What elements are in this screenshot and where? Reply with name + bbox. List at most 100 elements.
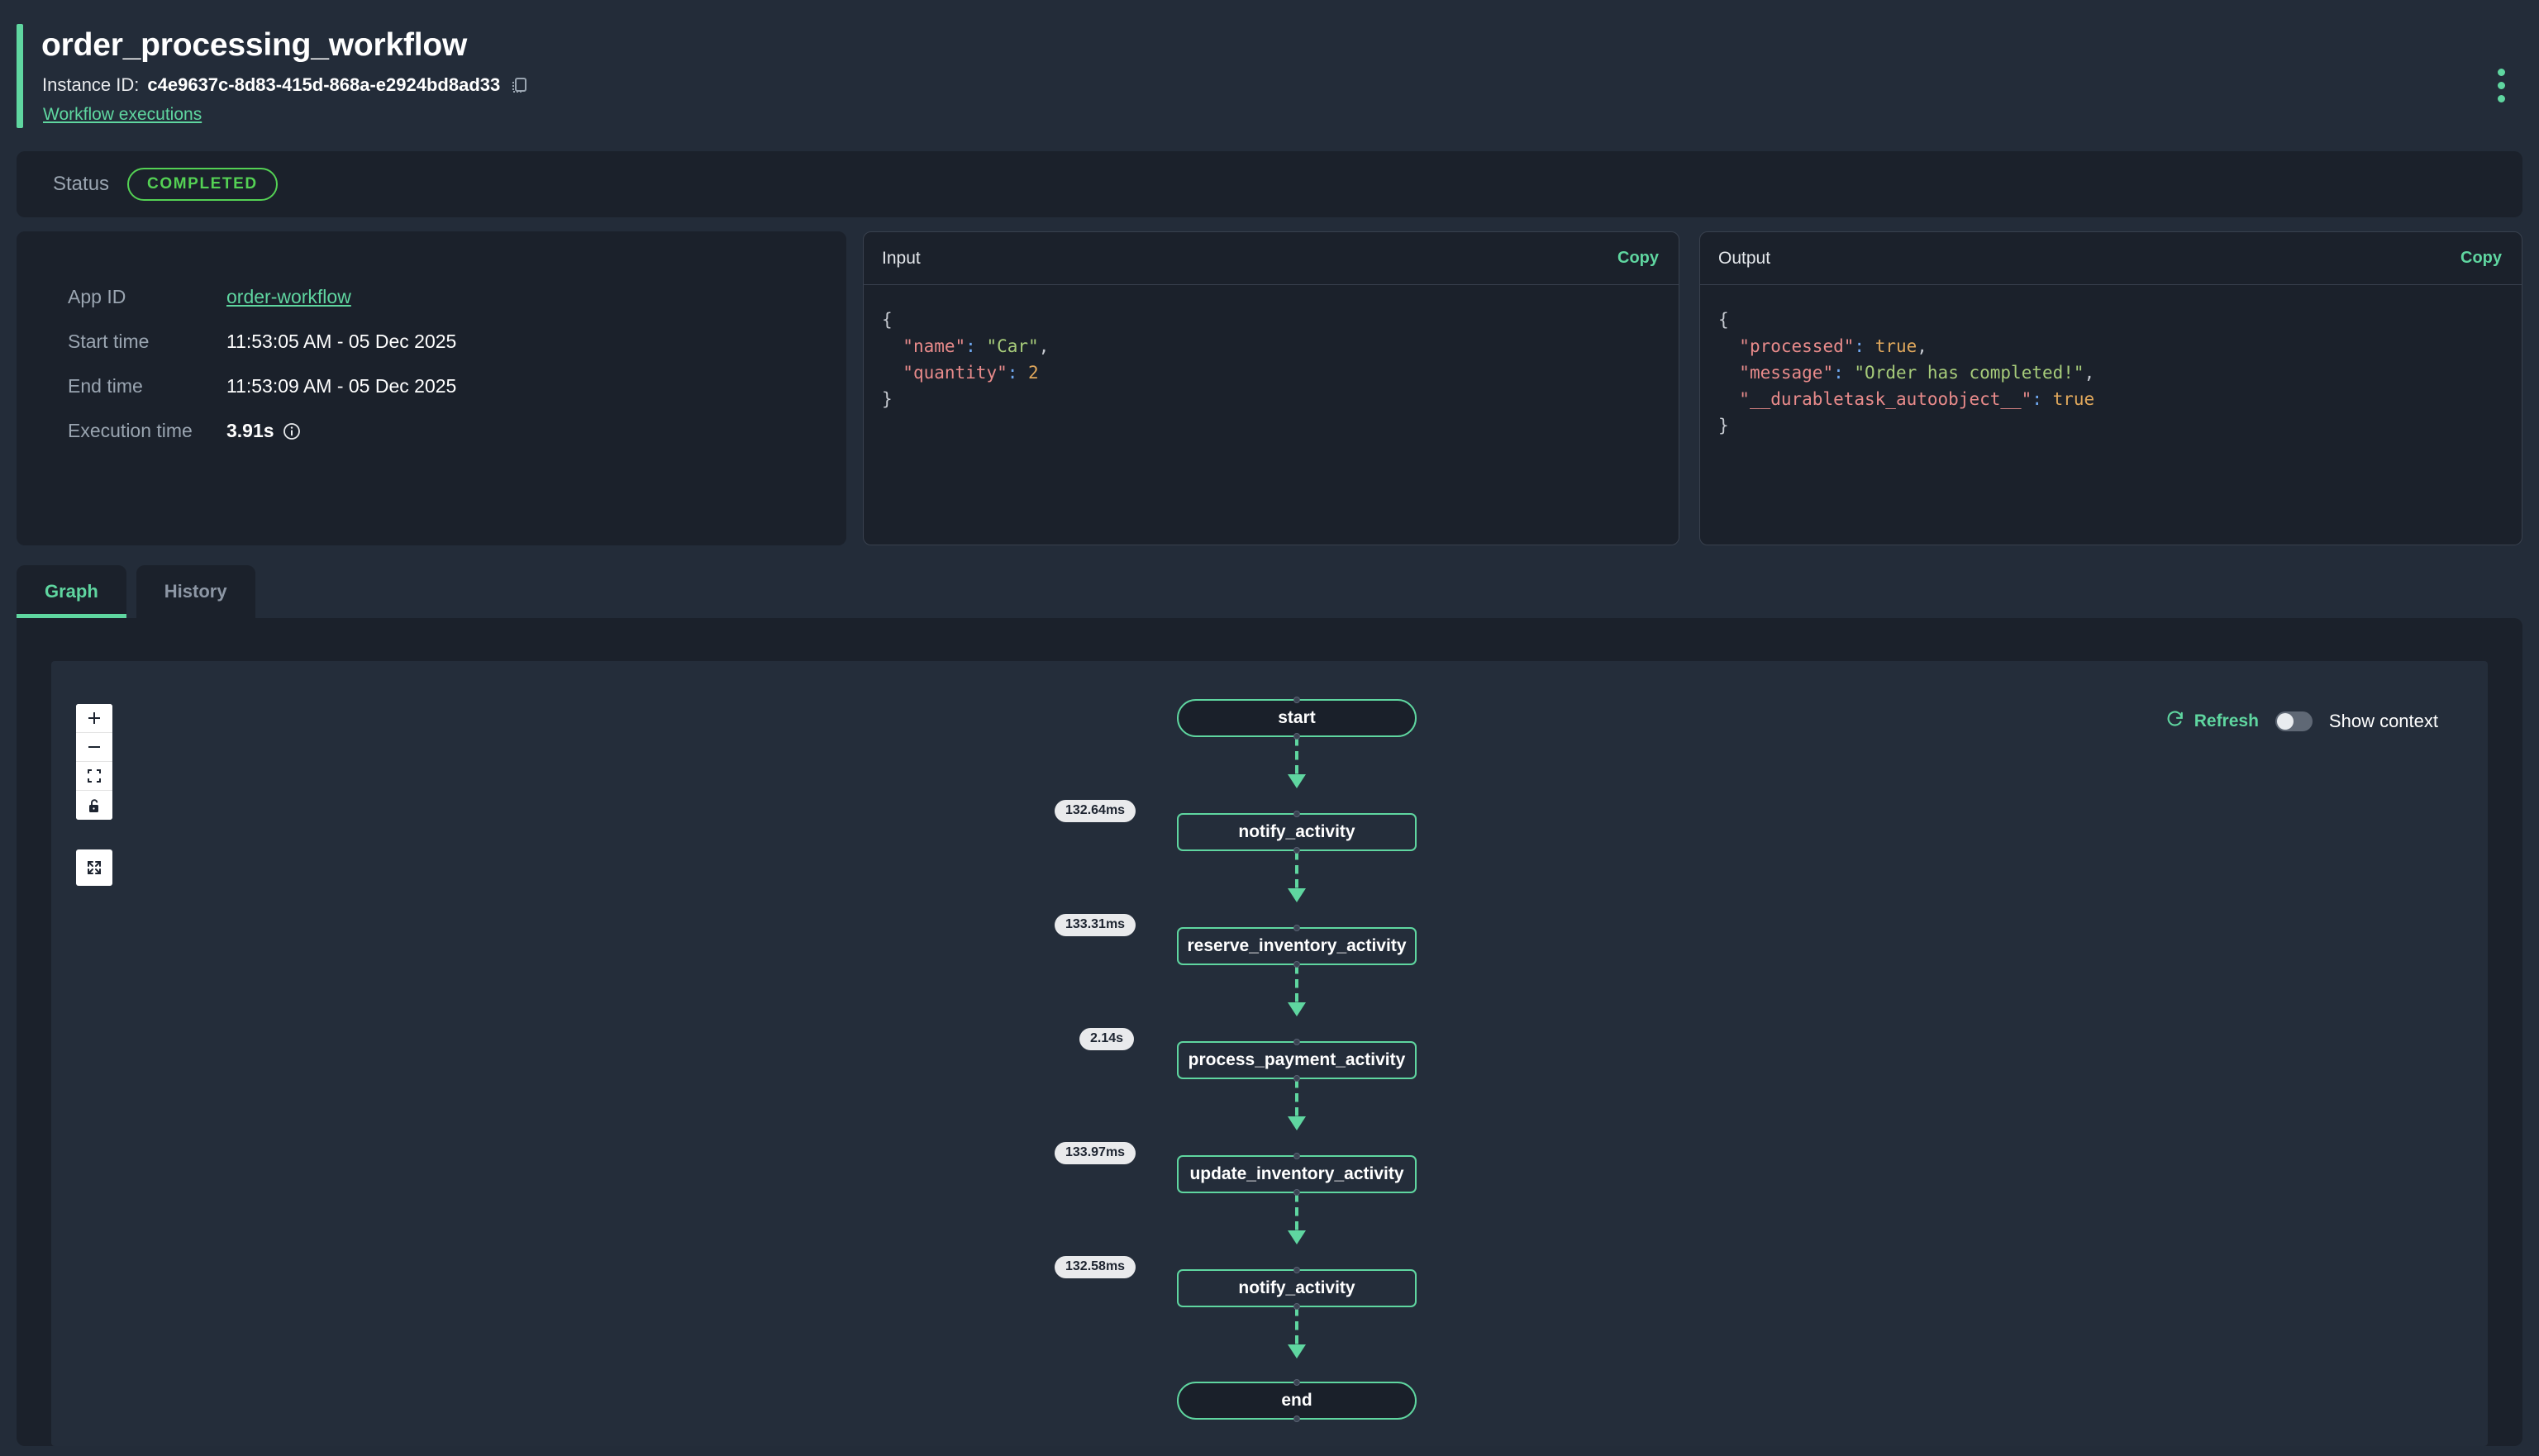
header-accent-bar	[17, 24, 23, 128]
fit-view-icon[interactable]	[76, 762, 112, 791]
input-panel-title: Input	[882, 249, 921, 269]
json-close-brace: }	[882, 389, 893, 409]
show-context-label: Show context	[2329, 711, 2438, 732]
node-handle-top	[1293, 925, 1300, 931]
graph-node-label: start	[1278, 708, 1316, 728]
graph-node-duration-badge: 133.31ms	[1055, 914, 1136, 936]
graph-node-notify-activity-2[interactable]: notify_activity	[1177, 1269, 1417, 1307]
input-panel: Input Copy { "name": "Car", "quantity": …	[863, 231, 1679, 545]
json-key: "message"	[1739, 363, 1833, 383]
page-header: order_processing_workflow Instance ID: c…	[0, 0, 2539, 147]
node-handle-bottom	[1293, 733, 1300, 740]
instance-id-label: Instance ID:	[42, 74, 139, 96]
graph-node-reserve-inventory-activity[interactable]: reserve_inventory_activity	[1177, 927, 1417, 965]
node-handle-bottom	[1293, 1303, 1300, 1310]
node-handle-bottom	[1293, 1075, 1300, 1082]
copy-instance-id-icon[interactable]	[508, 74, 530, 96]
graph-node-duration-badge: 132.64ms	[1055, 800, 1136, 822]
fullscreen-icon[interactable]	[76, 849, 112, 886]
input-panel-header: Input Copy	[864, 232, 1679, 285]
graph-canvas[interactable]: Refresh Show context	[51, 661, 2488, 1446]
detail-label-end-time: End time	[68, 375, 226, 397]
detail-label-execution-time: Execution time	[68, 420, 226, 442]
arrowhead-5	[1288, 1230, 1306, 1244]
output-json-body: { "processed": true, "message": "Order h…	[1700, 285, 2522, 439]
show-context-toggle[interactable]	[2275, 711, 2313, 731]
node-handle-top	[1293, 811, 1300, 817]
tab-graph-label: Graph	[45, 581, 98, 602]
json-comma: ,	[1917, 336, 1927, 356]
output-panel-header: Output Copy	[1700, 232, 2522, 285]
detail-value-execution-time: 3.91s	[226, 420, 274, 442]
node-handle-top	[1293, 1039, 1300, 1045]
json-bool-value: true	[2053, 389, 2095, 409]
detail-row-start-time: Start time 11:53:05 AM - 05 Dec 2025	[68, 331, 456, 353]
graph-node-label: update_inventory_activity	[1189, 1164, 1403, 1184]
input-json-body: { "name": "Car", "quantity": 2 }	[864, 285, 1679, 412]
graph-node-update-inventory-activity[interactable]: update_inventory_activity	[1177, 1155, 1417, 1193]
node-handle-bottom	[1293, 847, 1300, 854]
json-comma: ,	[1039, 336, 1050, 356]
json-open-brace: {	[882, 310, 893, 330]
json-comma: ,	[2084, 363, 2095, 383]
output-copy-button[interactable]: Copy	[2460, 249, 2502, 268]
detail-row-execution-time: Execution time 3.91s	[68, 420, 301, 442]
arrowhead-4	[1288, 1116, 1306, 1130]
execution-details-card: App ID order-workflow Start time 11:53:0…	[17, 231, 846, 545]
info-icon[interactable]	[283, 422, 301, 440]
tab-history-label: History	[164, 581, 227, 602]
graph-node-duration-badge: 133.97ms	[1055, 1142, 1136, 1164]
json-key: "quantity"	[903, 363, 1007, 383]
graph-node-process-payment-activity[interactable]: process_payment_activity	[1177, 1041, 1417, 1079]
kebab-menu-icon[interactable]	[2484, 64, 2518, 106]
graph-node-duration-badge: 132.58ms	[1055, 1256, 1136, 1278]
input-copy-button[interactable]: Copy	[1617, 249, 1659, 268]
refresh-button[interactable]: Refresh	[2165, 709, 2259, 734]
json-open-brace: {	[1718, 310, 1729, 330]
output-panel: Output Copy { "processed": true, "messag…	[1699, 231, 2522, 545]
graph-node-label: notify_activity	[1238, 822, 1355, 842]
node-handle-top	[1293, 1267, 1300, 1273]
graph-node-notify-activity-1[interactable]: notify_activity	[1177, 813, 1417, 851]
json-string-value: "Car"	[986, 336, 1038, 356]
arrowhead-2	[1288, 888, 1306, 902]
tab-bar: Graph History	[17, 565, 2522, 618]
node-handle-top	[1293, 697, 1300, 703]
graph-node-label: process_payment_activity	[1189, 1050, 1406, 1070]
status-badge: COMPLETED	[127, 168, 278, 201]
status-card: Status COMPLETED	[17, 151, 2522, 217]
instance-id-value: c4e9637c-8d83-415d-868a-e2924bd8ad33	[147, 74, 500, 96]
graph-panel: Refresh Show context	[17, 618, 2522, 1446]
json-number-value: 2	[1028, 363, 1039, 383]
zoom-in-icon[interactable]	[76, 704, 112, 733]
graph-node-start[interactable]: start	[1177, 699, 1417, 737]
refresh-label: Refresh	[2194, 711, 2259, 731]
instance-id-row: Instance ID: c4e9637c-8d83-415d-868a-e29…	[42, 74, 530, 96]
tab-history[interactable]: History	[136, 565, 255, 618]
refresh-icon	[2165, 709, 2185, 734]
zoom-out-icon[interactable]	[76, 733, 112, 762]
graph-node-label: notify_activity	[1238, 1278, 1355, 1298]
json-bool-value: true	[1875, 336, 1917, 356]
json-key: "processed"	[1739, 336, 1854, 356]
lock-icon[interactable]	[76, 791, 112, 820]
arrowhead-6	[1288, 1344, 1306, 1358]
output-panel-title: Output	[1718, 249, 1770, 269]
node-handle-top	[1293, 1153, 1300, 1159]
detail-row-app-id: App ID order-workflow	[68, 286, 351, 308]
arrowhead-3	[1288, 1002, 1306, 1016]
node-handle-bottom	[1293, 1189, 1300, 1196]
graph-node-label: reserve_inventory_activity	[1188, 936, 1407, 956]
graph-node-label: end	[1281, 1391, 1312, 1411]
toggle-knob	[2277, 713, 2294, 730]
tab-graph[interactable]: Graph	[17, 565, 126, 618]
breadcrumb-workflow-executions[interactable]: Workflow executions	[43, 105, 202, 125]
json-close-brace: }	[1718, 416, 1729, 435]
detail-value-start-time: 11:53:05 AM - 05 Dec 2025	[226, 331, 456, 353]
workflow-flow-graph: start 132.64ms notify_activity 133.31ms …	[51, 661, 2488, 1446]
node-handle-bottom	[1293, 1416, 1300, 1422]
app-id-link[interactable]: order-workflow	[226, 286, 351, 308]
detail-value-end-time: 11:53:09 AM - 05 Dec 2025	[226, 375, 456, 397]
graph-node-end[interactable]: end	[1177, 1382, 1417, 1420]
